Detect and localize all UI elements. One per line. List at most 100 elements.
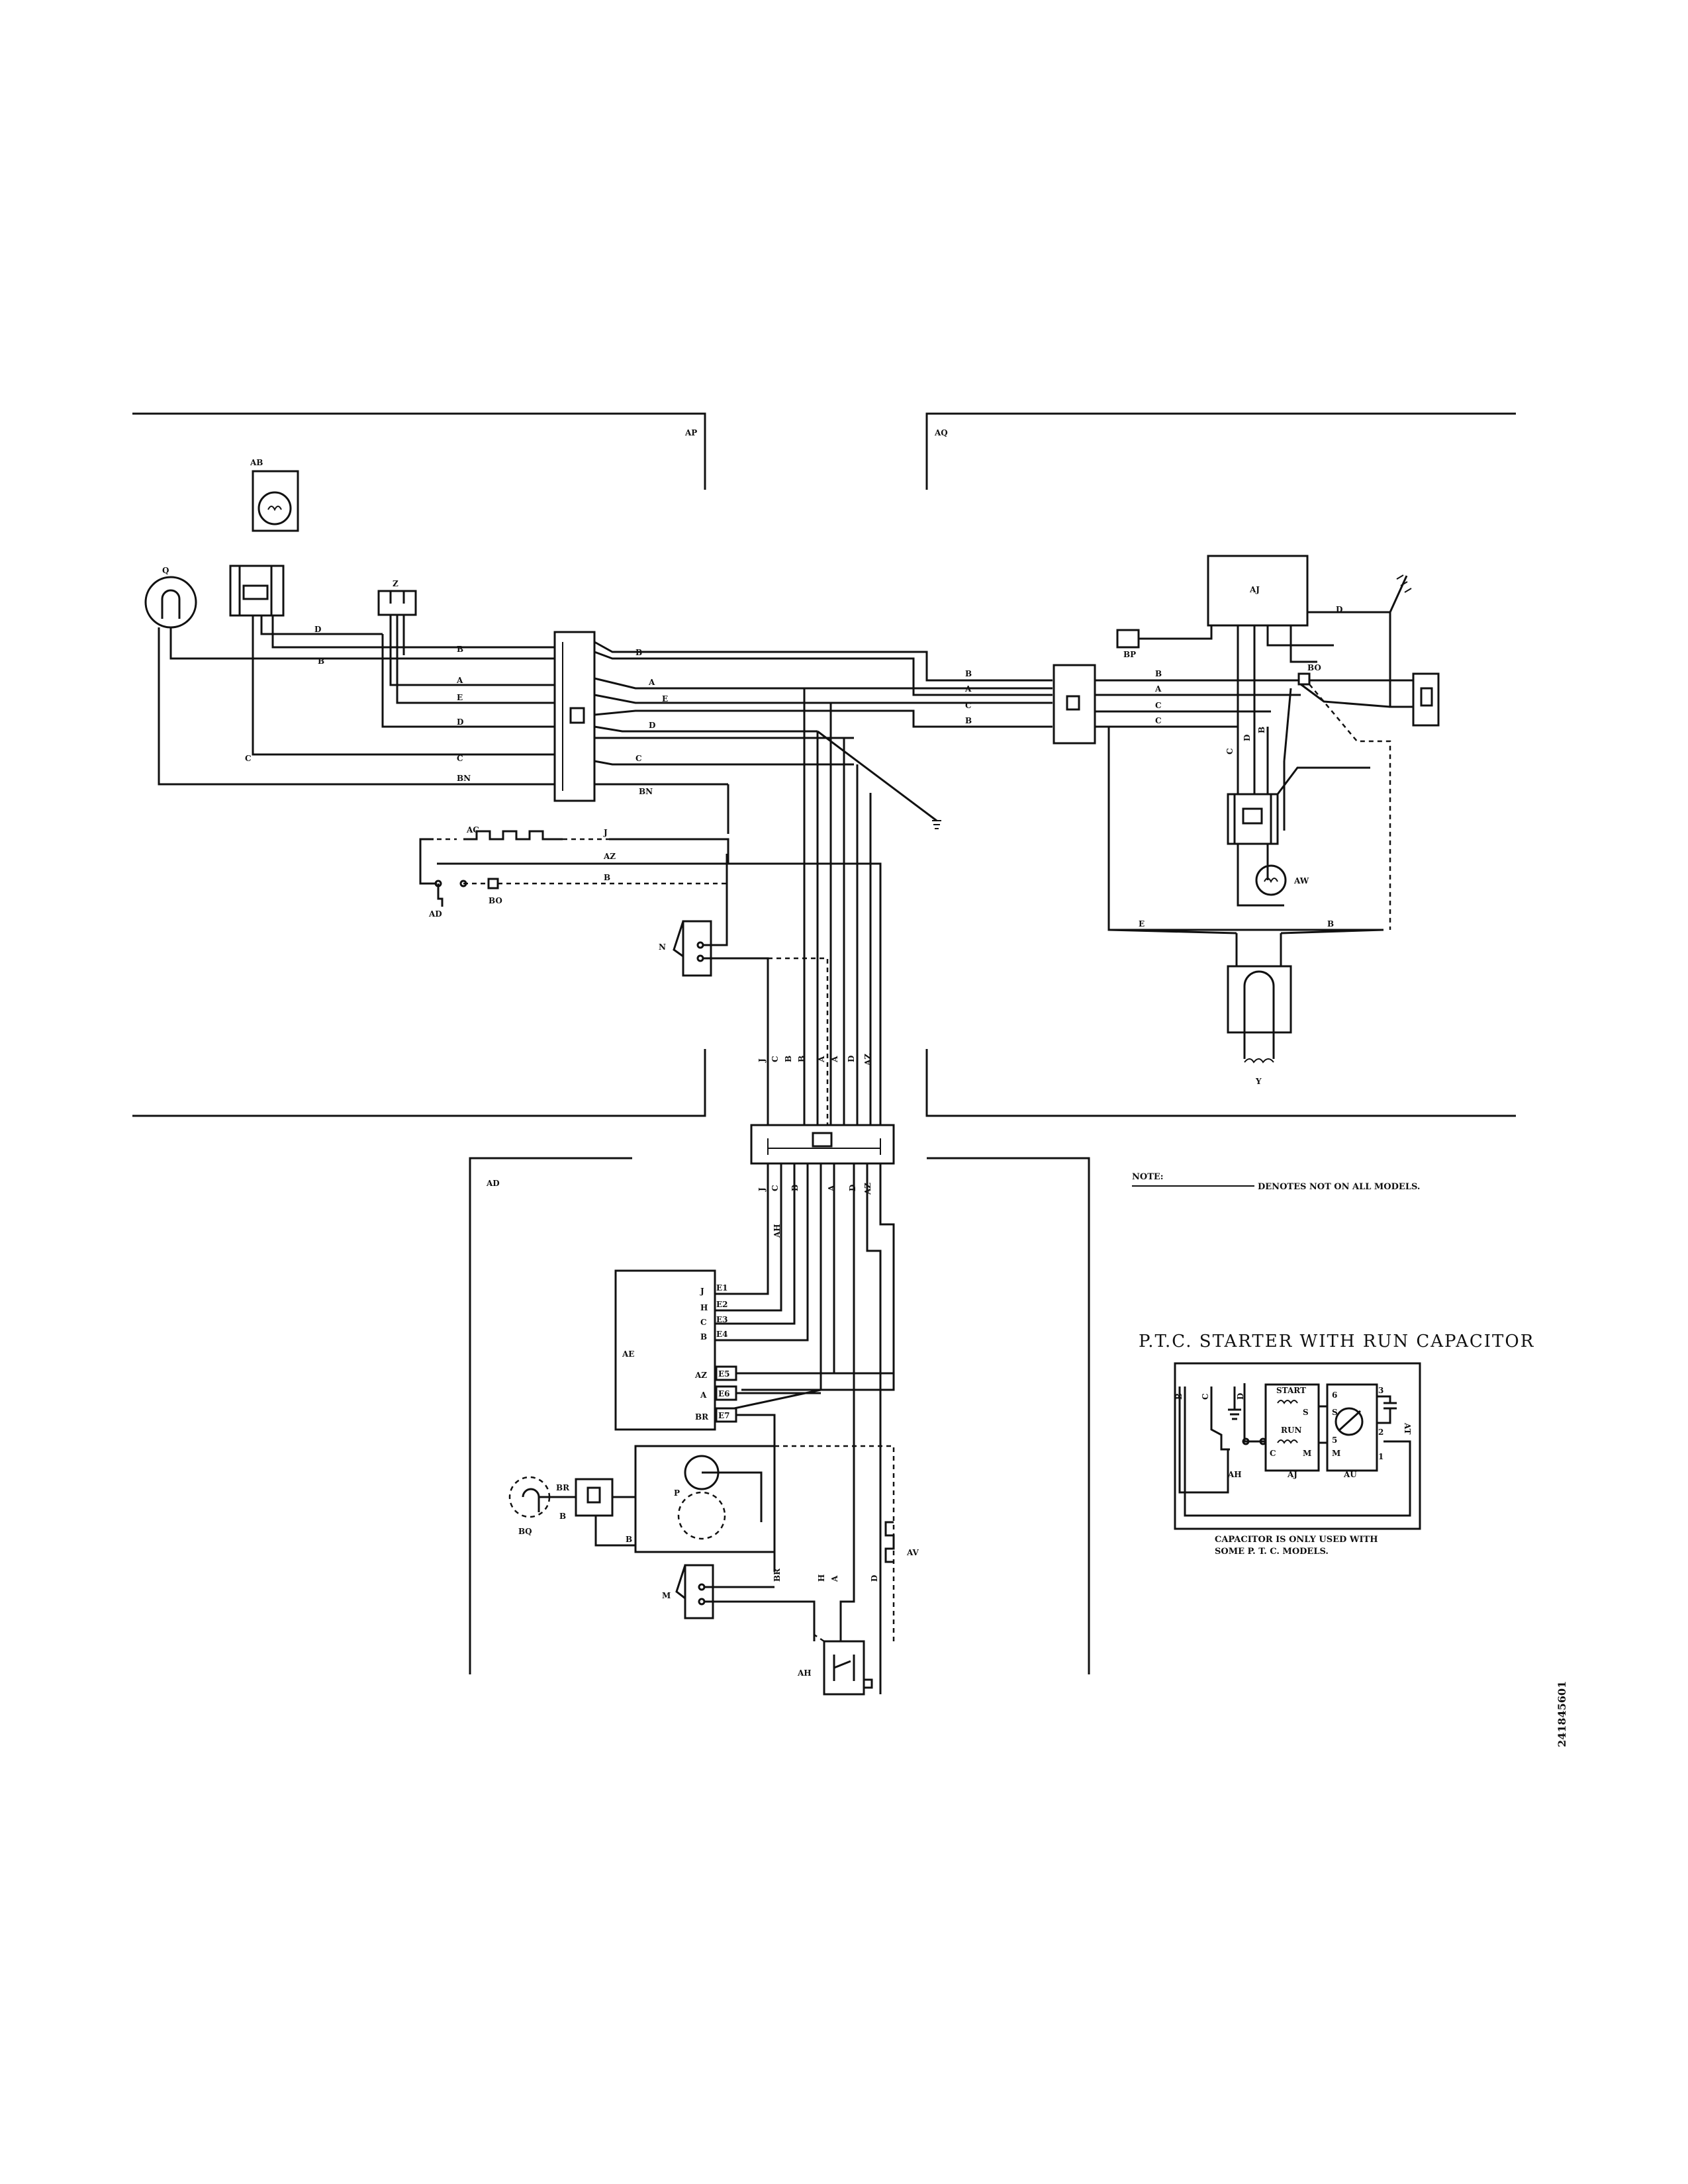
ptc-pin-5: 5 xyxy=(1332,1435,1337,1445)
component-br-label: BR xyxy=(556,1483,570,1492)
terminal-e5: E5 xyxy=(718,1369,730,1379)
wire-a-label-1: A xyxy=(456,676,463,685)
fan-motor-p: P xyxy=(634,1445,895,1641)
ae-pin-az: AZ xyxy=(694,1371,707,1380)
trunk-az-upper: AZ xyxy=(863,1054,872,1066)
wire-a-label-lower: A xyxy=(830,1575,839,1582)
ptc-title: P.T.C. STARTER WITH RUN CAPACITOR xyxy=(1139,1332,1534,1351)
wire-h-label-lower: H xyxy=(817,1574,826,1582)
wire-az-label: AZ xyxy=(603,852,616,861)
wire-e-label-right: E xyxy=(1139,919,1145,929)
trunk-c-lower: C xyxy=(771,1185,780,1191)
wire-br-label-lower: BR xyxy=(773,1568,782,1582)
wire-b-label-p: B xyxy=(626,1535,632,1544)
ptc-pin-6: 6 xyxy=(1332,1390,1337,1400)
right-wiring: D BO xyxy=(1095,574,1413,931)
ptc-au-label: AU xyxy=(1343,1470,1357,1479)
component-n-label: N xyxy=(659,942,666,952)
ptc-pin-1: 1 xyxy=(1378,1452,1383,1461)
wire-labels: D B B A E D C C BN B A E D C BN J AZ B B… xyxy=(245,625,1334,1582)
ptc-inset: P.T.C. STARTER WITH RUN CAPACITOR B C D … xyxy=(1139,1332,1534,1557)
switch-m: M xyxy=(662,1564,816,1641)
wire-b-label-left: B xyxy=(318,657,324,666)
component-aj-label: AJ xyxy=(1249,585,1260,594)
zone-ad-label: AD xyxy=(486,1179,500,1188)
harness-connector-right xyxy=(1053,664,1096,745)
wire-a-label-4: A xyxy=(964,684,972,694)
zone-aq-label: AQ xyxy=(934,428,948,437)
wire-d-label-left: D xyxy=(314,625,321,634)
terminal-e6: E6 xyxy=(718,1389,730,1398)
terminal-e4: E4 xyxy=(716,1330,728,1339)
wire-bn-label-1: BN xyxy=(457,774,471,783)
trunk-j-lower: J xyxy=(757,1187,767,1192)
wire-b-label-1: B xyxy=(457,645,463,654)
wire-c-label-2: C xyxy=(635,754,642,763)
wire-c-label-6: C xyxy=(1155,701,1162,710)
wire-c-label-7: C xyxy=(1155,716,1162,725)
trunk-ah-lower: AH xyxy=(773,1224,782,1238)
ptc-c-label: C xyxy=(1270,1449,1276,1458)
ptc-pin-2: 2 xyxy=(1378,1428,1383,1437)
wire-d-label-1: D xyxy=(457,717,463,727)
ptc-at-label: AT xyxy=(1403,1422,1412,1435)
component-z-label: Z xyxy=(393,579,399,588)
component-ab-label: AB xyxy=(250,458,263,467)
ptc-aj-label: AJ xyxy=(1287,1470,1297,1479)
component-p-label: P xyxy=(674,1488,680,1498)
ptc-caption-1: CAPACITOR IS ONLY USED WITH xyxy=(1215,1535,1378,1545)
component-aw-label: AW xyxy=(1293,876,1309,886)
ae-pin-br: BR xyxy=(695,1412,709,1422)
aux-connector-right xyxy=(1412,672,1440,727)
ae-pin-a: A xyxy=(700,1390,707,1400)
terminal-e3: E3 xyxy=(716,1315,728,1324)
trunk-lower xyxy=(715,1163,895,1694)
control-ae: AE E1 E2 E3 E4 E5 E6 E7 J H C B AZ A BR xyxy=(614,1269,894,1572)
terminal-e2: E2 xyxy=(716,1300,728,1309)
ae-pin-c: C xyxy=(700,1318,707,1327)
trunk-az-lower: AZ xyxy=(863,1183,872,1195)
wire-j-label: J xyxy=(603,828,608,837)
wire-b-label-vert: B xyxy=(1257,727,1266,733)
wire-d-label-2: D xyxy=(649,721,655,730)
ptc-run-label: RUN xyxy=(1281,1426,1301,1435)
heater-av: AV xyxy=(884,1521,919,1563)
connector-z: Z xyxy=(377,579,417,616)
component-ad-switch-label: AD xyxy=(428,909,442,919)
trunk-b2-upper: B xyxy=(797,1056,806,1062)
ae-pin-j: J xyxy=(700,1287,704,1296)
trunk-a-upper: A xyxy=(817,1056,826,1063)
ptc-caption-2: SOME P. T. C. MODELS. xyxy=(1215,1547,1329,1557)
component-y-label: Y xyxy=(1255,1077,1262,1086)
wire-d-label-vert: D xyxy=(1243,735,1252,741)
component-ac-label: AC xyxy=(466,825,479,835)
trunk-b-upper: B xyxy=(784,1056,793,1062)
note-text: DENOTES NOT ON ALL MODELS. xyxy=(1258,1182,1420,1192)
zone-ap-label: AP xyxy=(684,428,697,437)
ptc-start-label: START xyxy=(1276,1386,1306,1395)
thermostat-ah: AH xyxy=(797,1633,873,1696)
heater-y: Y xyxy=(1108,929,1384,1086)
ptc-s-right: S xyxy=(1332,1408,1338,1417)
wire-b-label-right: B xyxy=(1327,919,1334,929)
heater-ac-circuit: AC AD BO xyxy=(419,825,882,1125)
component-bp-box: BP xyxy=(1116,629,1140,659)
wire-c-label-4: C xyxy=(965,701,972,710)
trunk-a-lower: A xyxy=(827,1185,836,1192)
wire-bn-label-2: BN xyxy=(639,787,653,796)
wire-d-label-top: D xyxy=(1336,605,1342,614)
wire-b-label-5: B xyxy=(965,716,972,725)
ptc-wire-b: B xyxy=(1174,1393,1184,1400)
component-aj-box: AJ xyxy=(1207,555,1309,627)
lamp-aw-assembly: AW xyxy=(1227,766,1370,907)
trunk-b-lower: B xyxy=(790,1185,800,1191)
component-av-label: AV xyxy=(906,1548,919,1557)
main-trunk-upper xyxy=(594,641,1053,1125)
wire-b-label-2: B xyxy=(635,648,642,657)
wire-b-label-4: B xyxy=(965,669,972,678)
lamp-q: Q xyxy=(144,566,197,629)
ptc-s-left: S xyxy=(1303,1408,1309,1417)
component-ae-label: AE xyxy=(622,1349,634,1359)
zone-frames: AP AQ AD xyxy=(132,412,1516,1674)
ptc-pin-3: 3 xyxy=(1378,1386,1383,1395)
